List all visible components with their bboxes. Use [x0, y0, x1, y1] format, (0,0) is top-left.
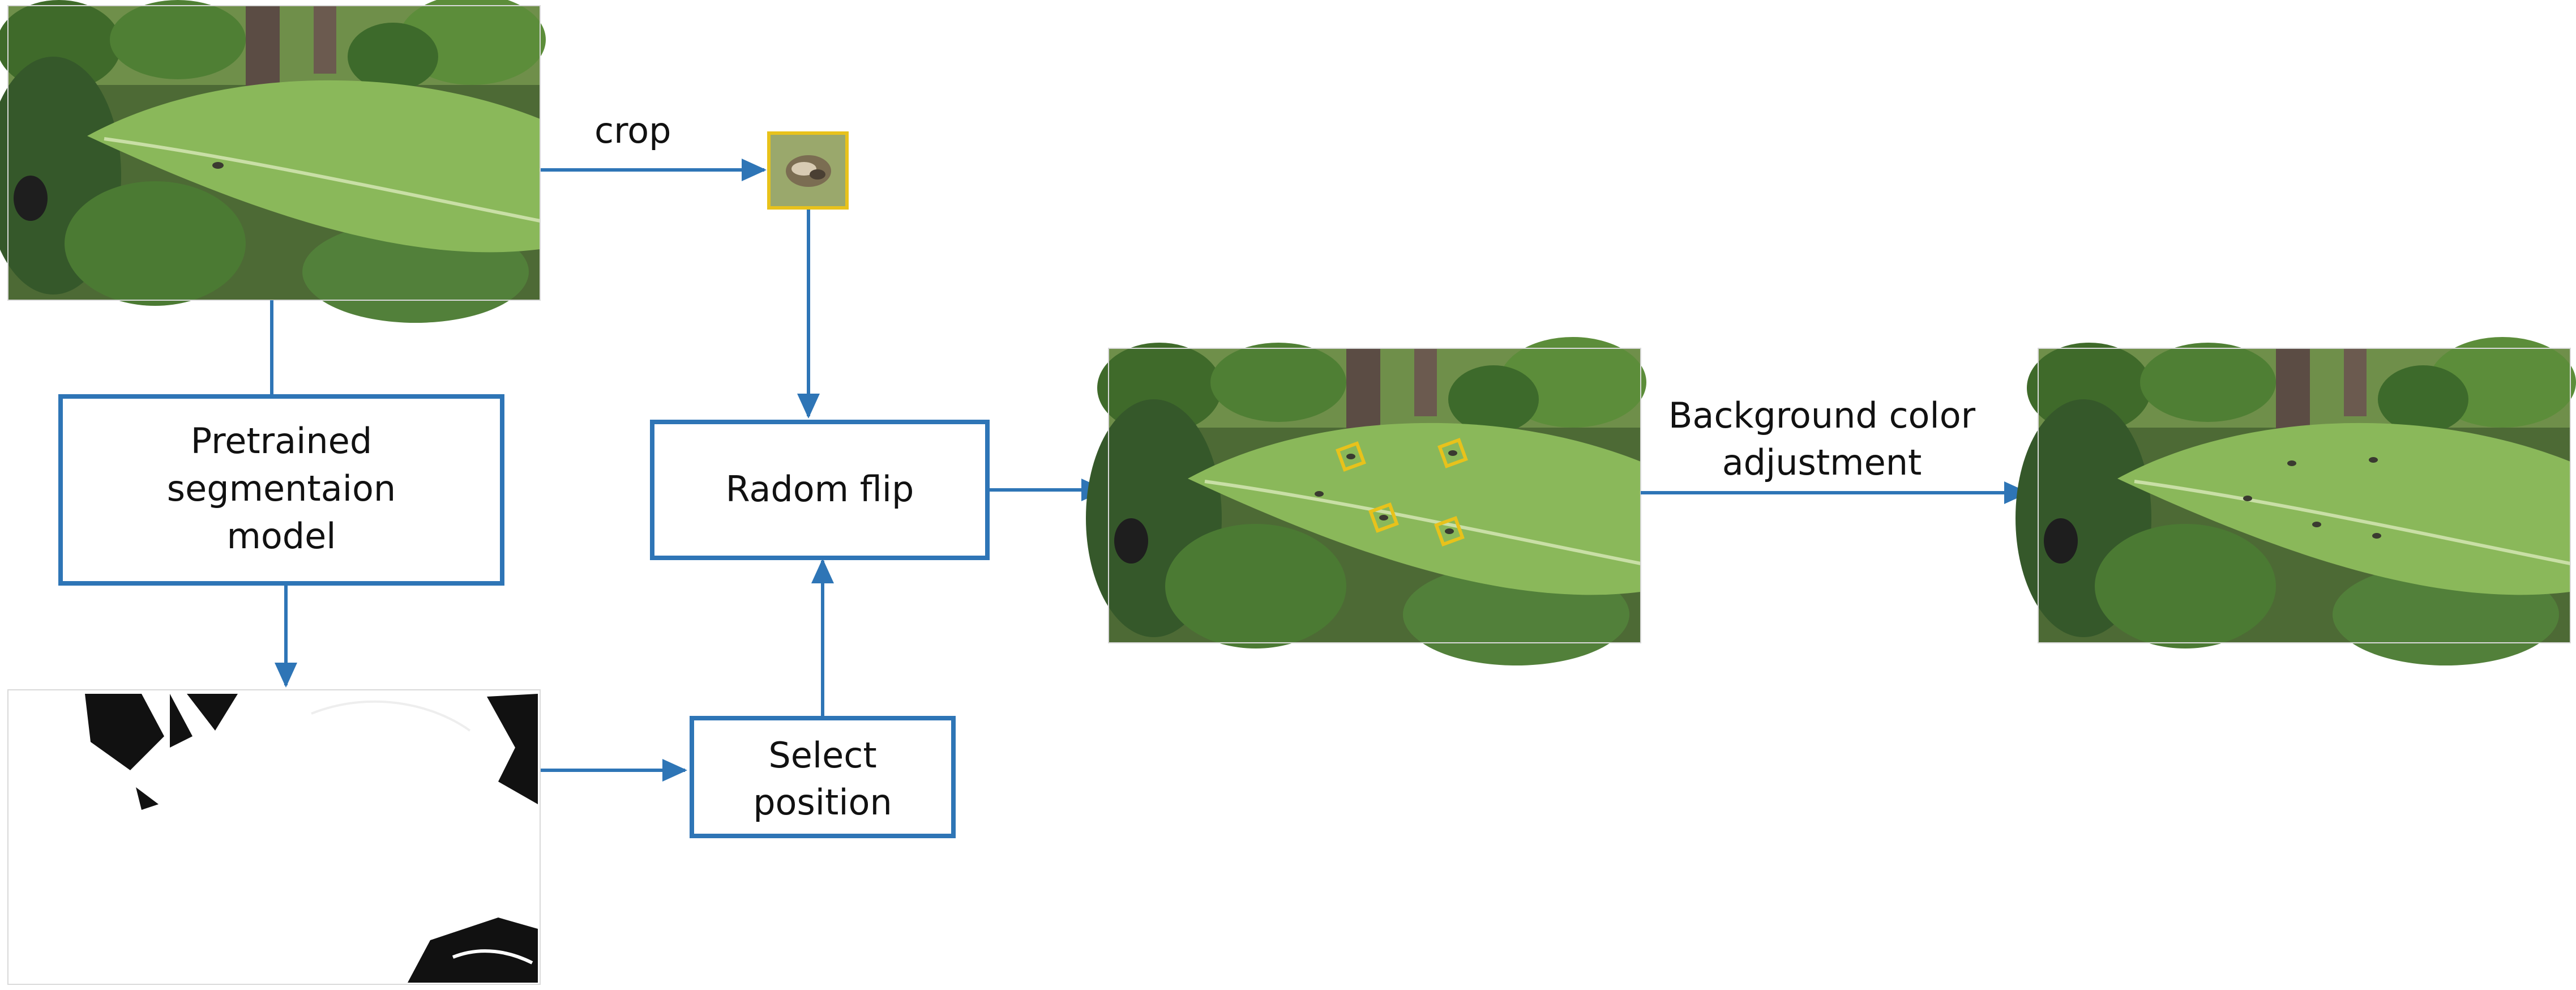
- bg-adjust-line2: adjustment: [1722, 442, 1922, 483]
- bg-adjust-line1: Background color: [1668, 395, 1976, 436]
- augmented-leaf-photo: [1086, 337, 1646, 665]
- final-insects: [2243, 457, 2381, 539]
- pasted-insect-markers: [1315, 438, 1468, 547]
- insect-mark: [212, 162, 224, 169]
- cropped-insect-thumbnail: [767, 131, 849, 210]
- random-flip-label: Radom flip: [726, 468, 914, 510]
- original-leaf-photo: [0, 0, 546, 323]
- crop-label: crop: [594, 110, 671, 151]
- pretrained-label-line2: segmentaion: [167, 468, 396, 509]
- pretrained-label-line1: Pretrained: [191, 420, 372, 462]
- final-adjusted-photo: [2016, 337, 2576, 665]
- pretrained-label-line3: model: [226, 515, 336, 557]
- select-position-line2: position: [753, 782, 892, 823]
- pretrained-segmentation-model-box: [58, 394, 504, 586]
- select-position-line1: Select: [768, 735, 876, 776]
- segmentation-mask-image: [7, 689, 541, 985]
